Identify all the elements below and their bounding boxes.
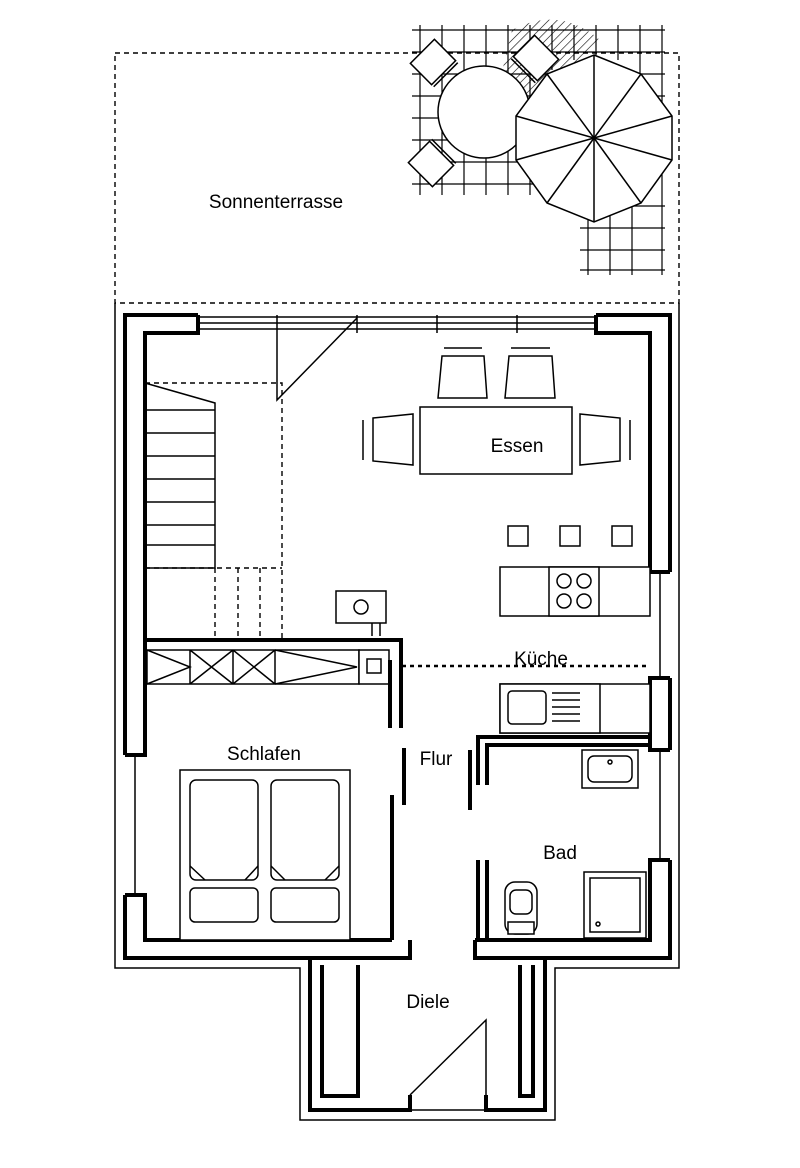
dining-table: [419, 406, 573, 475]
sink-icon: [499, 683, 601, 734]
entry-door-swing: [409, 1018, 487, 1096]
terrace-chair-1: [409, 38, 459, 88]
toilet-icon: [504, 881, 538, 935]
terrace-chair-3: [407, 138, 457, 188]
label-hall: Flur: [420, 749, 453, 770]
dining-chair-top-1: [437, 347, 488, 399]
dining-chair-left: [362, 413, 414, 466]
dining-chair-top-2: [504, 347, 556, 399]
terrace-window: [198, 315, 596, 333]
cooktop-icon: [548, 566, 600, 617]
parasol-icon: [515, 54, 673, 223]
label-dining: Essen: [491, 436, 544, 457]
washbasin-icon: [581, 749, 639, 789]
label-bath: Bad: [543, 843, 577, 864]
label-bedroom: Schlafen: [227, 744, 301, 765]
bedroom-wall: [145, 590, 403, 728]
dining-chair-right: [579, 413, 631, 466]
bedroom-area: Schlafen: [179, 744, 406, 941]
double-bed: [179, 769, 351, 941]
bath-walls: [468, 735, 650, 940]
dining-area: Essen: [362, 347, 631, 475]
terrace-door-swing: [276, 317, 358, 402]
terrace-chair-2: [510, 34, 560, 84]
entry-area: Diele: [308, 958, 547, 1112]
label-entry: Diele: [406, 992, 449, 1013]
shower-icon: [583, 871, 647, 939]
staircase: [144, 382, 283, 640]
terrace-outline: [114, 52, 680, 304]
bath-fixtures: Bad: [504, 749, 647, 939]
label-terrace: Sonnenterrasse: [209, 192, 343, 213]
house-walls: [114, 303, 680, 1121]
terrace: Sonnenterrasse: [114, 19, 680, 304]
label-kitchen: Küche: [514, 649, 568, 670]
kitchen-area: Küche: [499, 525, 651, 734]
